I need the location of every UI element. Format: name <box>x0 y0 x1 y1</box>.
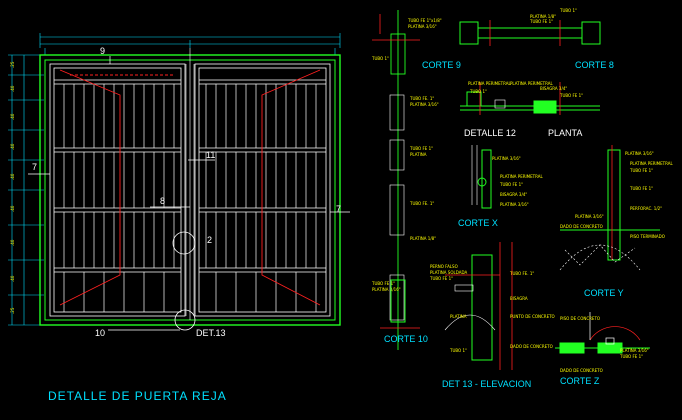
callout-7-right: 7 <box>336 204 342 214</box>
label-detalle-12: DETALLE 12 <box>464 128 516 138</box>
gate-leaves <box>49 63 331 317</box>
svg-text:TUBO FE 1": TUBO FE 1" <box>629 186 653 191</box>
svg-text:TUBO FE 1": TUBO FE 1" <box>629 168 653 173</box>
svg-text:TUBO FE 1": TUBO FE 1" <box>499 182 523 187</box>
svg-text:PLATINA 3/16": PLATINA 3/16" <box>372 287 401 292</box>
svg-text:TUBO 1": TUBO 1" <box>469 89 487 94</box>
svg-text:PLATINA 3/16": PLATINA 3/16" <box>625 151 654 156</box>
svg-text:TUBO FE. 1": TUBO FE. 1" <box>509 271 534 276</box>
svg-text:DADO DE CONCRETO: DADO DE CONCRETO <box>560 368 603 373</box>
svg-text:TUBO 1": TUBO 1" <box>449 348 467 353</box>
svg-text:.40: .40 <box>10 113 15 120</box>
section-corte-z: PISO DE CONCRETO PLATINA 3/16" TUBO FE 1… <box>555 312 650 373</box>
svg-text:.25: .25 <box>10 61 15 68</box>
svg-text:PLATINA PERIMETRAL: PLATINA PERIMETRAL <box>468 81 511 86</box>
svg-text:PLATINA PERIMETRAL: PLATINA PERIMETRAL <box>510 81 553 86</box>
svg-text:TUBO FE 1": TUBO FE 1" <box>559 93 583 98</box>
callout-9: 9 <box>100 46 106 56</box>
callout-10: 10 <box>95 328 106 338</box>
svg-text:TUBO FE 1": TUBO FE 1" <box>429 276 453 281</box>
left-dimensions <box>8 54 44 326</box>
svg-text:.40: .40 <box>10 205 15 212</box>
svg-text:TUBO 1": TUBO 1" <box>559 8 577 13</box>
svg-text:BISAGRA: BISAGRA <box>510 296 528 301</box>
vertical-bars-left <box>63 84 175 312</box>
svg-text:PLATINA: PLATINA <box>410 152 427 157</box>
svg-text:TUBO FE. 1": TUBO FE. 1" <box>409 201 434 206</box>
label-corte-9: CORTE 9 <box>422 60 461 70</box>
left-dim-text: .25 .40 .40 .40 .40 .40 .40 .40 .25 <box>10 61 15 314</box>
callout-11: 11 <box>206 150 216 160</box>
drawing-title: DETALLE DE PUERTA REJA <box>48 389 227 403</box>
label-corte-y: CORTE Y <box>584 288 624 298</box>
svg-text:PISO DE CONCRETO: PISO DE CONCRETO <box>560 316 600 321</box>
label-planta: PLANTA <box>548 128 583 138</box>
detail-circle-13 <box>174 309 196 331</box>
svg-text:PLATINA 1/8": PLATINA 1/8" <box>410 236 436 241</box>
svg-text:BISAGRA 3/4": BISAGRA 3/4" <box>540 86 567 91</box>
section-corte-y: PLATINA 3/16" PLATINA PERIMETRAL TUBO FE… <box>559 145 673 271</box>
svg-text:.40: .40 <box>10 85 15 92</box>
callout-7-left: 7 <box>32 162 38 172</box>
callout-leaders <box>28 56 350 331</box>
callout-2: 2 <box>207 235 213 245</box>
center-axis <box>185 48 195 320</box>
section-corte-10 <box>380 279 420 329</box>
svg-text:PLATINA 1/8": PLATINA 1/8" <box>530 14 556 19</box>
svg-text:TUBO FE 1": TUBO FE 1" <box>371 281 395 286</box>
top-dimensions <box>39 33 341 55</box>
svg-text:BISAGRA 3/4": BISAGRA 3/4" <box>500 192 527 197</box>
svg-text:PLATINA PERIMETRAL: PLATINA PERIMETRAL <box>500 174 543 179</box>
svg-text:PLATINA SOLDADA: PLATINA SOLDADA <box>430 270 467 275</box>
svg-text:PLATINA PERIMETRAL: PLATINA PERIMETRAL <box>630 161 673 166</box>
detail-circle-2 <box>172 231 196 255</box>
svg-text:PISO TERMINADO: PISO TERMINADO <box>630 234 665 239</box>
vertical-bars-right <box>205 84 317 312</box>
label-corte-z: CORTE Z <box>560 376 600 386</box>
gate-elevation: .25 .40 .40 .40 .40 .40 .40 .40 .25 <box>8 33 350 331</box>
section-corte-9: TUBO FE 1"x1/8" PLATINA 3/16" TUBO FE. 1… <box>371 10 442 350</box>
callout-det-13: DET.13 <box>196 328 226 338</box>
svg-text:TUBO FE 1": TUBO FE 1" <box>619 354 643 359</box>
label-det-13-elevacion: DET 13 - ELEVACION <box>442 379 532 389</box>
svg-text:PUNTO DE CONCRETO: PUNTO DE CONCRETO <box>510 314 555 319</box>
svg-text:PLATINA 3/16": PLATINA 3/16" <box>492 156 521 161</box>
svg-text:.40: .40 <box>10 275 15 282</box>
svg-text:.25: .25 <box>10 307 15 314</box>
svg-text:PLATINA: PLATINA <box>450 314 467 319</box>
svg-text:TUBO FE 1"x1/8": TUBO FE 1"x1/8" <box>407 18 442 23</box>
section-detalle-12: PLATINA PERIMETRAL PLATINA PERIMETRAL TU… <box>460 81 600 115</box>
svg-text:TUBO FE 1": TUBO FE 1" <box>529 19 553 24</box>
section-corte-8: PLATINA 1/8" TUBO FE 1" TUBO 1" <box>459 8 601 46</box>
label-corte-10: CORTE 10 <box>384 334 428 344</box>
svg-text:TUBO FE. 1": TUBO FE. 1" <box>409 96 434 101</box>
horizontal-rails <box>54 79 326 273</box>
svg-text:TUBO FE 1": TUBO FE 1" <box>409 146 433 151</box>
svg-text:DADO DE CONCRETO: DADO DE CONCRETO <box>560 224 603 229</box>
svg-text:DADO DE CONCRETO: DADO DE CONCRETO <box>510 344 553 349</box>
svg-text:PLATINA 3/16": PLATINA 3/16" <box>410 102 439 107</box>
swing-lines <box>59 69 321 306</box>
section-corte-x: PLATINA 3/16" PLATINA PERIMETRAL TUBO FE… <box>471 145 543 209</box>
svg-text:PERNO FALSO: PERNO FALSO <box>430 264 458 269</box>
svg-text:PLATINA 3/16": PLATINA 3/16" <box>408 24 437 29</box>
svg-text:PLATINA 3/16": PLATINA 3/16" <box>620 348 649 353</box>
svg-text:.40: .40 <box>10 239 15 246</box>
section-det-13-elevacion: PERNO FALSO PLATINA SOLDADA TUBO FE 1" T… <box>429 242 555 370</box>
svg-text:PLATINA 3/16": PLATINA 3/16" <box>500 202 529 207</box>
svg-text:TUBO 1": TUBO 1" <box>371 56 389 61</box>
svg-text:.40: .40 <box>10 173 15 180</box>
label-corte-x: CORTE X <box>458 218 498 228</box>
svg-text:PERFORAC. 1/2": PERFORAC. 1/2" <box>630 206 662 211</box>
label-corte-8: CORTE 8 <box>575 60 614 70</box>
callout-8: 8 <box>160 196 166 206</box>
svg-text:.40: .40 <box>10 143 15 150</box>
svg-text:PLATINA 3/16": PLATINA 3/16" <box>575 214 604 219</box>
